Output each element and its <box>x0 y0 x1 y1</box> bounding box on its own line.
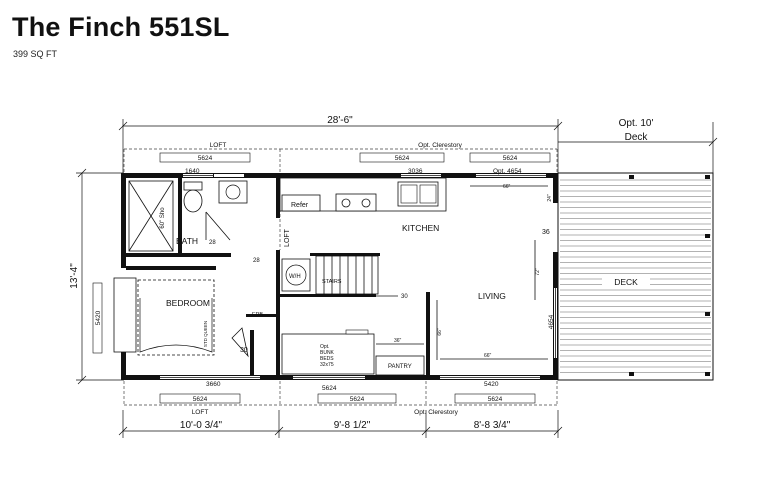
bunk-pantry: Opt. BUNK BEDS 32x75 PANTRY 36" <box>281 329 425 376</box>
top-loft-band: LOFT Opt. Clerestory 5624 5624 5624 <box>123 142 558 250</box>
closet-door-30: 30 <box>240 347 248 354</box>
bottom-window-2: 5624 <box>350 396 365 403</box>
living-label: LIVING <box>478 291 506 301</box>
refer-label: Refer <box>291 202 309 209</box>
top-window-4654: Opt. 4654 <box>493 168 522 175</box>
sink-icon <box>218 180 248 204</box>
top-loft-label: LOFT <box>210 142 227 149</box>
pantry-label: PANTRY <box>388 364 412 370</box>
bedroom: BEDROOM STD QUEEN EPB 30 3660 <box>113 277 263 388</box>
top-clerestory-label: Opt. Clerestory <box>418 142 462 149</box>
loft-side-label: LOFT <box>284 228 291 247</box>
segment-right-label: 8'-8 3/4" <box>474 420 511 431</box>
bath-door-28: 28 <box>209 240 216 246</box>
deck-width-label: Opt. 10' <box>619 118 654 129</box>
kitchen-label: KITCHEN <box>402 223 439 233</box>
plan-subtitle: 399 SQ FT <box>13 49 58 59</box>
top-window-1: 5624 <box>198 155 213 162</box>
left-dimension: 13'-4" 5420 <box>69 168 124 385</box>
segment-left-label: 10'-0 3/4" <box>180 420 223 431</box>
queen-bed-icon <box>137 279 215 356</box>
stairs-opening-30: 30 <box>401 294 408 300</box>
deck-width-label-2: Deck <box>625 132 649 143</box>
clearance-66-living: 66" <box>437 328 443 336</box>
water-heater-label: W/H <box>289 274 301 280</box>
top-dimension: 28'-6" Opt. 10' Deck <box>118 115 718 176</box>
clearance-66-top: 66" <box>503 184 511 190</box>
epb-label: EPB <box>252 312 263 318</box>
deck: DECK <box>557 172 714 381</box>
left-window-label: 5420 <box>95 310 102 325</box>
bunk-line-1: Opt. <box>320 344 329 350</box>
top-window-1640: 1640 <box>185 168 200 175</box>
segment-mid-label: 9'-8 1/2" <box>334 420 371 431</box>
entry-door-36: 36 <box>542 229 550 236</box>
top-window-2: 5624 <box>395 155 410 162</box>
bottom-loft-band: 5624 5624 5624 LOFT Opt. Clerestory <box>123 381 558 416</box>
bottom-window-3: 5624 <box>488 396 503 403</box>
bunk-line-3: BEDS <box>320 356 334 362</box>
clearance-24: 24" <box>547 194 553 202</box>
bottom-window-3660: 3660 <box>206 381 221 388</box>
bath: 60" Sho BATH 28 <box>128 180 248 252</box>
bottom-window-5420: 5420 <box>484 381 499 388</box>
bottom-window-5624: 5624 <box>322 385 337 392</box>
bottom-dimensions: 10'-0 3/4" 9'-8 1/2" 8'-8 3/4" <box>118 410 563 438</box>
bath-label: BATH <box>176 236 198 246</box>
interior-walls <box>126 178 430 377</box>
plan-title: The Finch 551SL <box>12 12 230 42</box>
bunk-line-2: BUNK <box>320 350 335 356</box>
stairs: W/H STAIRS 30 <box>281 255 408 300</box>
bottom-window-1: 5624 <box>193 396 208 403</box>
bedroom-door-28: 28 <box>253 258 260 264</box>
clearance-36: 36" <box>394 338 402 344</box>
bottom-loft-label: LOFT <box>192 409 209 416</box>
deck-label: DECK <box>614 277 638 287</box>
kitchen: Refer KITCHEN 3036 Opt. 4654 1640 66" <box>185 168 548 233</box>
right-window-4654: 4654 <box>548 314 555 329</box>
stairs-label: STAIRS <box>322 279 342 285</box>
bottom-clerestory-label: Opt. Clerestory <box>414 409 458 416</box>
shower-label: 60" Sho <box>160 207 166 229</box>
bunk-line-4: 32x75 <box>320 362 334 368</box>
bedroom-label: BEDROOM <box>166 298 210 308</box>
overall-width-label: 13'-4" <box>69 263 80 289</box>
clearance-72: 72" <box>535 268 541 276</box>
clearance-66-bottom: 66" <box>484 353 492 359</box>
toilet-icon <box>183 189 203 213</box>
overall-length-label: 28'-6" <box>327 115 353 126</box>
top-window-3036: 3036 <box>408 168 423 175</box>
kitchen-sink-icon <box>397 181 439 207</box>
top-window-3: 5624 <box>503 155 518 162</box>
bed-label: STD QUEEN <box>203 321 208 347</box>
